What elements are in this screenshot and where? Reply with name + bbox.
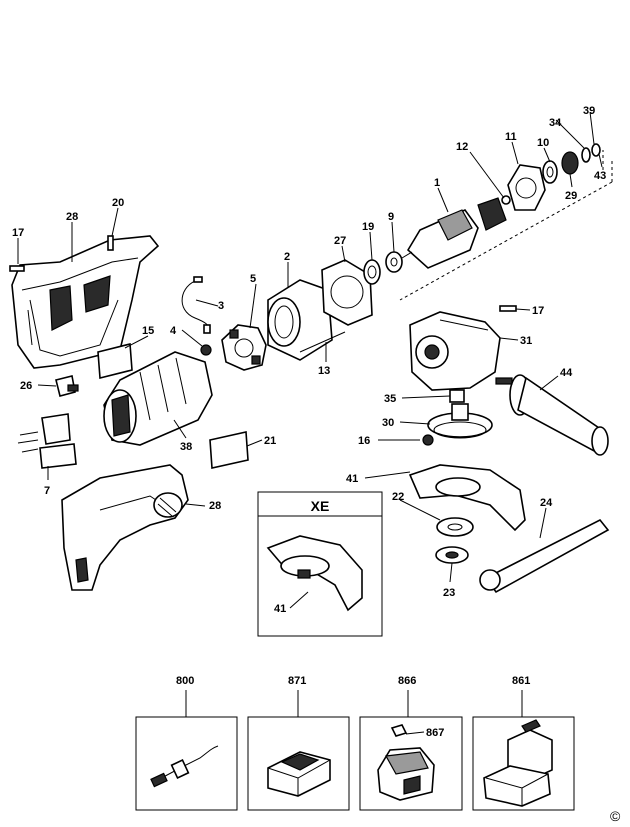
callout-16: 16 [358, 435, 370, 447]
bearing-plate-30 [427, 403, 493, 439]
washer-9 [385, 251, 403, 273]
inner-flange-22 [436, 517, 474, 537]
callout-22: 22 [392, 491, 404, 503]
cable-icon [150, 745, 219, 788]
callout-28-upper: 28 [66, 211, 78, 223]
screw-4 [200, 344, 212, 356]
spindle-lock-35 [449, 389, 465, 403]
callout-39: 39 [583, 105, 595, 117]
accessory-861-number: 861 [512, 675, 530, 687]
callout-35: 35 [384, 393, 396, 405]
bearing-19 [363, 259, 381, 285]
xe-inset-title: XE [311, 498, 330, 514]
rings-34-39 [581, 143, 601, 163]
callout-1: 1 [434, 177, 440, 189]
callout-44: 44 [560, 367, 573, 379]
outer-flange-23 [435, 546, 469, 564]
screw-16 [422, 434, 434, 446]
callout-13: 13 [318, 365, 330, 377]
accessory-867-number: 867 [426, 727, 444, 739]
callout-43: 43 [594, 170, 606, 182]
callout-7: 7 [44, 485, 50, 497]
long-screw-13 [299, 331, 346, 353]
callout-34: 34 [549, 117, 562, 129]
label-15 [97, 342, 133, 380]
callout-17-right: 17 [532, 305, 544, 317]
callout-30: 30 [382, 417, 394, 429]
accessories-row: 800 871 866 867 861 [135, 675, 575, 811]
flange-11 [507, 164, 546, 211]
callout-labels: 1 2 3 4 5 7 9 10 11 12 13 15 16 17 17 19… [12, 105, 606, 615]
callout-17-left: 17 [12, 227, 24, 239]
housing-half-lower [61, 464, 189, 591]
screw-20 [107, 235, 114, 251]
accessory-866-number: 866 [398, 675, 416, 687]
xe-inset: XE [257, 491, 383, 637]
callout-4: 4 [170, 325, 177, 337]
screw-17-right [499, 305, 517, 312]
callout-24: 24 [540, 497, 553, 509]
wire-3 [181, 276, 211, 334]
callout-19: 19 [362, 221, 374, 233]
callout-2: 2 [284, 251, 290, 263]
assembly-guide-lines [399, 150, 613, 301]
stator-2 [267, 279, 333, 361]
accessory-871-box [247, 716, 350, 811]
callout-41: 41 [346, 473, 358, 485]
switch-26 [55, 375, 79, 397]
screw-17-left [9, 265, 25, 272]
callout-23: 23 [443, 587, 455, 599]
callout-3: 3 [218, 300, 224, 312]
gear-29 [561, 151, 579, 175]
inset-guard [266, 535, 363, 612]
callout-29: 29 [565, 190, 577, 202]
charger-icon [267, 751, 331, 797]
armature-1 [401, 197, 507, 269]
callout-31: 31 [520, 335, 532, 347]
brush-holder-5 [221, 324, 267, 371]
copyright-mark: © [610, 808, 621, 824]
accessory-800-box [135, 716, 238, 811]
callout-41-inset: 41 [274, 603, 286, 615]
callout-38: 38 [180, 441, 192, 453]
label-21 [209, 431, 249, 469]
guard-41 [408, 464, 526, 532]
bearing-10 [542, 160, 558, 184]
callout-5: 5 [250, 273, 256, 285]
gear-housing-31 [409, 311, 501, 391]
accessory-861-box [472, 716, 575, 811]
callout-27: 27 [334, 235, 346, 247]
case-icon [483, 719, 553, 807]
callout-20: 20 [112, 197, 124, 209]
callout-28-lower: 28 [209, 500, 221, 512]
housing-half-upper [11, 235, 160, 369]
accessory-871-number: 871 [288, 675, 306, 687]
callout-15: 15 [142, 325, 154, 337]
accessory-800-number: 800 [176, 675, 194, 687]
battery-icon [377, 724, 435, 801]
motor-housing-38 [103, 351, 213, 446]
callout-21: 21 [264, 435, 276, 447]
callout-10: 10 [537, 137, 549, 149]
callout-9: 9 [388, 211, 394, 223]
accessory-866-box [359, 716, 463, 811]
callout-26: 26 [20, 380, 32, 392]
side-handle-44 [495, 374, 609, 456]
callout-12: 12 [456, 141, 468, 153]
callout-leader-lines [17, 111, 603, 583]
switch-7 [17, 413, 77, 469]
baffle-27 [321, 259, 373, 326]
spanner-24 [479, 518, 610, 594]
callout-11: 11 [505, 131, 517, 143]
